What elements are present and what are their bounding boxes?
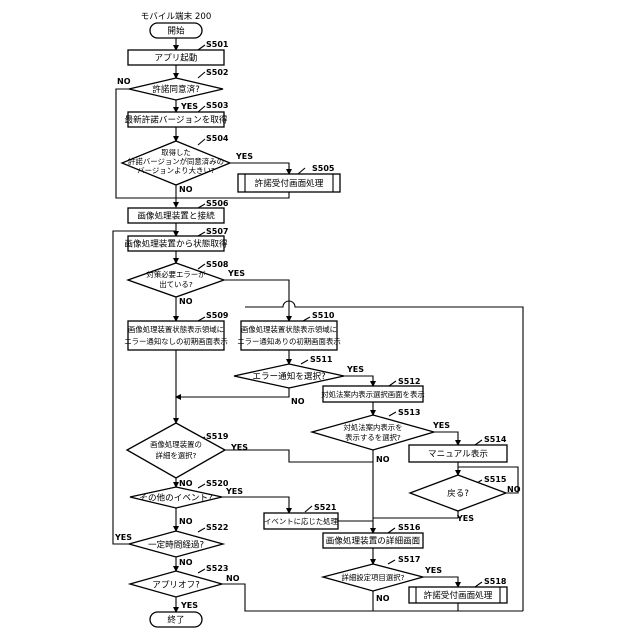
step-label: S515 (484, 475, 507, 484)
decision-s522: 一定時間経過? S522 (129, 523, 228, 557)
step-s521: イベントに応じた処理 S521 (264, 503, 339, 529)
branch-yes: YES (456, 514, 474, 523)
decision-s523: アプリオフ? S523 (130, 564, 228, 597)
branch-no: NO (179, 297, 193, 306)
svg-text:画像処理装置の: 画像処理装置の (150, 440, 202, 449)
svg-text:表示するを選択?: 表示するを選択? (345, 433, 401, 442)
start-terminal: 開始 (150, 23, 202, 38)
svg-text:最新許諾バージョンを取得: 最新許諾バージョンを取得 (125, 114, 228, 126)
step-label: S511 (310, 355, 333, 364)
svg-text:取得した: 取得した (161, 148, 191, 157)
end-terminal: 終了 (150, 612, 202, 627)
svg-text:画像処理装置と接続: 画像処理装置と接続 (137, 210, 215, 222)
step-label: S522 (206, 523, 228, 532)
decision-s502: 許諾同意済? S502 (129, 68, 228, 100)
step-s509: 画像処理装置状態表示領域に エラー通知なしの初期画面表示 S509 (124, 311, 229, 350)
decision-s519: 画像処理装置の 詳細を選択? S519 (127, 423, 229, 478)
svg-text:画像処理装置から状態取得: 画像処理装置から状態取得 (124, 238, 228, 250)
svg-text:許諾受付画面処理: 許諾受付画面処理 (255, 177, 324, 189)
svg-text:終了: 終了 (167, 614, 184, 626)
step-s506: 画像処理装置と接続 S506 (128, 199, 229, 223)
branch-yes: YES (180, 601, 198, 610)
svg-text:エラー通知なしの初期画面表示: エラー通知なしの初期画面表示 (124, 337, 227, 346)
step-label: S501 (206, 40, 229, 49)
step-label: S523 (206, 564, 228, 573)
step-label: S512 (398, 377, 420, 386)
svg-text:マニュアル表示: マニュアル表示 (428, 448, 488, 460)
svg-text:一定時間経過?: 一定時間経過? (148, 539, 204, 551)
step-label: S506 (206, 199, 229, 208)
svg-text:画像処理装置状態表示領域に: 画像処理装置状態表示領域に (241, 325, 337, 334)
branch-no: NO (226, 574, 240, 583)
branch-no: NO (117, 77, 131, 86)
step-label: S504 (206, 134, 229, 143)
svg-text:開始: 開始 (167, 25, 185, 37)
svg-text:その他のイベント?: その他のイベント? (139, 492, 212, 504)
branch-no: NO (376, 594, 390, 603)
branch-yes: YES (346, 365, 364, 374)
svg-text:戻る?: 戻る? (447, 487, 469, 499)
svg-text:許諾同意済?: 許諾同意済? (152, 83, 200, 95)
svg-text:バージョンより大きい?: バージョンより大きい? (137, 166, 215, 175)
step-label: S510 (312, 311, 335, 320)
decision-s515: 戻る? S515 (410, 475, 507, 511)
branch-no: NO (291, 397, 305, 406)
branch-yes: YES (180, 102, 198, 111)
svg-text:対処法案内表示選択画面を表示: 対処法案内表示選択画面を表示 (321, 390, 424, 399)
svg-text:対処法案内表示を: 対処法案内表示を (343, 423, 402, 432)
step-label: S517 (398, 555, 420, 564)
svg-text:アプリ起動: アプリ起動 (155, 53, 198, 64)
svg-text:画像処理装置の詳細画面: 画像処理装置の詳細画面 (326, 535, 421, 547)
branch-no: NO (179, 558, 193, 567)
branch-no: NO (179, 479, 193, 488)
step-label: S505 (312, 164, 335, 173)
branch-yes: YES (230, 443, 248, 452)
svg-text:詳細を選択?: 詳細を選択? (156, 451, 197, 460)
svg-text:許諾受付画面処理: 許諾受付画面処理 (424, 589, 493, 601)
step-label: S513 (398, 408, 420, 417)
step-label: S518 (484, 577, 507, 586)
step-label: S514 (484, 435, 507, 444)
svg-text:対策必要エラーが: 対策必要エラーが (146, 270, 206, 279)
step-label: S519 (206, 432, 229, 441)
branch-yes: YES (114, 533, 132, 542)
branch-no: NO (179, 517, 193, 526)
branch-yes: YES (432, 421, 450, 430)
branch-no: NO (179, 185, 193, 194)
branch-yes: YES (424, 566, 442, 575)
svg-text:アプリオフ?: アプリオフ? (152, 580, 200, 591)
svg-text:出ている?: 出ている? (159, 280, 193, 289)
step-s501: アプリ起動 S501 (128, 40, 229, 65)
svg-text:エラー通知ありの初期画面表示: エラー通知ありの初期画面表示 (237, 337, 340, 346)
decision-s504: 取得した 許諾バージョンが同意済みの バージョンより大きい? S504 (122, 134, 230, 185)
svg-text:イベントに応じた処理: イベントに応じた処理 (264, 517, 339, 526)
step-label: S507 (206, 227, 228, 236)
decision-s508: 対策必要エラーが 出ている? S508 (128, 260, 229, 297)
svg-text:許諾バージョンが同意済みの: 許諾バージョンが同意済みの (128, 157, 224, 166)
branch-no: NO (376, 455, 390, 464)
svg-text:エラー通知を選択?: エラー通知を選択? (252, 370, 325, 382)
step-label: S516 (398, 523, 421, 532)
step-label: S502 (206, 68, 228, 77)
step-label: S521 (314, 503, 337, 512)
diagram-title: モバイル端末 200 (141, 10, 212, 22)
svg-text:詳細設定項目選択?: 詳細設定項目選択? (341, 573, 404, 582)
step-label: S508 (206, 260, 229, 269)
step-label: S509 (206, 311, 229, 320)
branch-yes: YES (225, 487, 243, 496)
branch-yes: YES (227, 269, 245, 278)
branch-no: NO (507, 485, 521, 494)
svg-text:画像処理装置状態表示領域に: 画像処理装置状態表示領域に (128, 325, 224, 334)
branch-yes: YES (235, 152, 253, 161)
step-label: S503 (206, 101, 228, 110)
